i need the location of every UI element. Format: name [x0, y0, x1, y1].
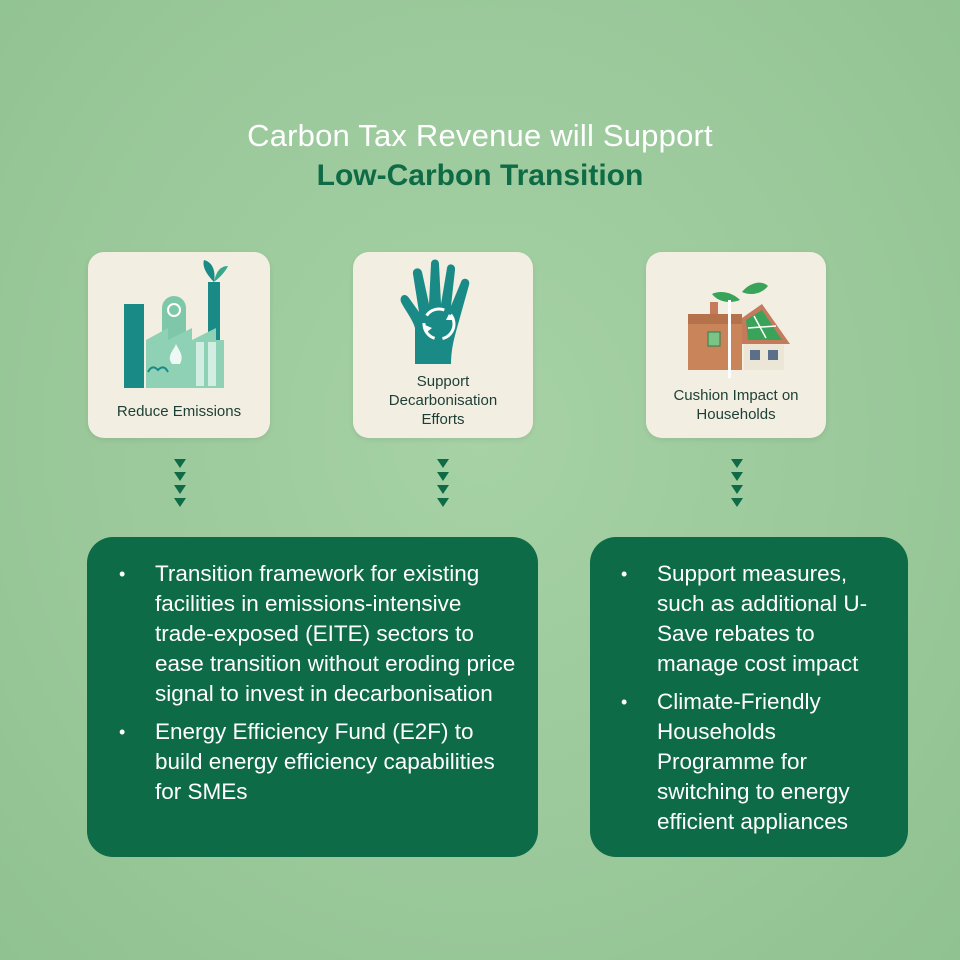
bullet-list: • Transition framework for existing faci…: [119, 559, 518, 807]
card-cushion-impact: Cushion Impact on Households: [646, 252, 826, 438]
factory-leaf-icon: [124, 260, 228, 388]
card-label-support-decarbonisation: Support Decarbonisation Efforts: [388, 373, 498, 428]
card-label-reduce-emissions: Reduce Emissions: [116, 403, 242, 420]
hand-recycle-icon: [400, 259, 470, 364]
list-item: • Transition framework for existing faci…: [119, 559, 518, 709]
house-plant-icon: [688, 282, 790, 378]
arrow-down-icon: [170, 459, 190, 511]
bullet-icon: •: [621, 564, 628, 584]
arrow-down-icon: [433, 459, 453, 511]
list-item: • Energy Efficiency Fund (E2F) to build …: [119, 717, 518, 807]
list-item: • Support measures, such as additional U…: [621, 559, 894, 679]
card-support-decarbonisation: Support Decarbonisation Efforts: [353, 252, 533, 438]
title-line-2: Low-Carbon Transition: [316, 159, 644, 192]
panel-industry-measures: • Transition framework for existing faci…: [87, 537, 538, 857]
panel-household-measures: • Support measures, such as additional U…: [590, 537, 908, 857]
list-item: • Climate-Friendly Households Programme …: [621, 687, 894, 837]
title-line-1: Carbon Tax Revenue will Support: [247, 118, 713, 153]
bullet-icon: •: [119, 722, 126, 742]
bullet-list: • Support measures, such as additional U…: [621, 559, 894, 837]
list-item-text: Climate-Friendly Households Programme fo…: [657, 689, 850, 834]
bullet-icon: •: [621, 692, 628, 712]
arrow-down-icon: [727, 459, 747, 511]
bullet-icon: •: [119, 564, 126, 584]
card-reduce-emissions: Reduce Emissions: [88, 252, 270, 438]
card-label-cushion-impact: Cushion Impact on Households: [673, 387, 799, 423]
list-item-text: Transition framework for existing facili…: [155, 561, 516, 706]
page-title: Carbon Tax Revenue will Support Low-Carb…: [0, 116, 960, 196]
list-item-text: Energy Efficiency Fund (E2F) to build en…: [155, 719, 495, 804]
list-item-text: Support measures, such as additional U-S…: [657, 561, 868, 676]
